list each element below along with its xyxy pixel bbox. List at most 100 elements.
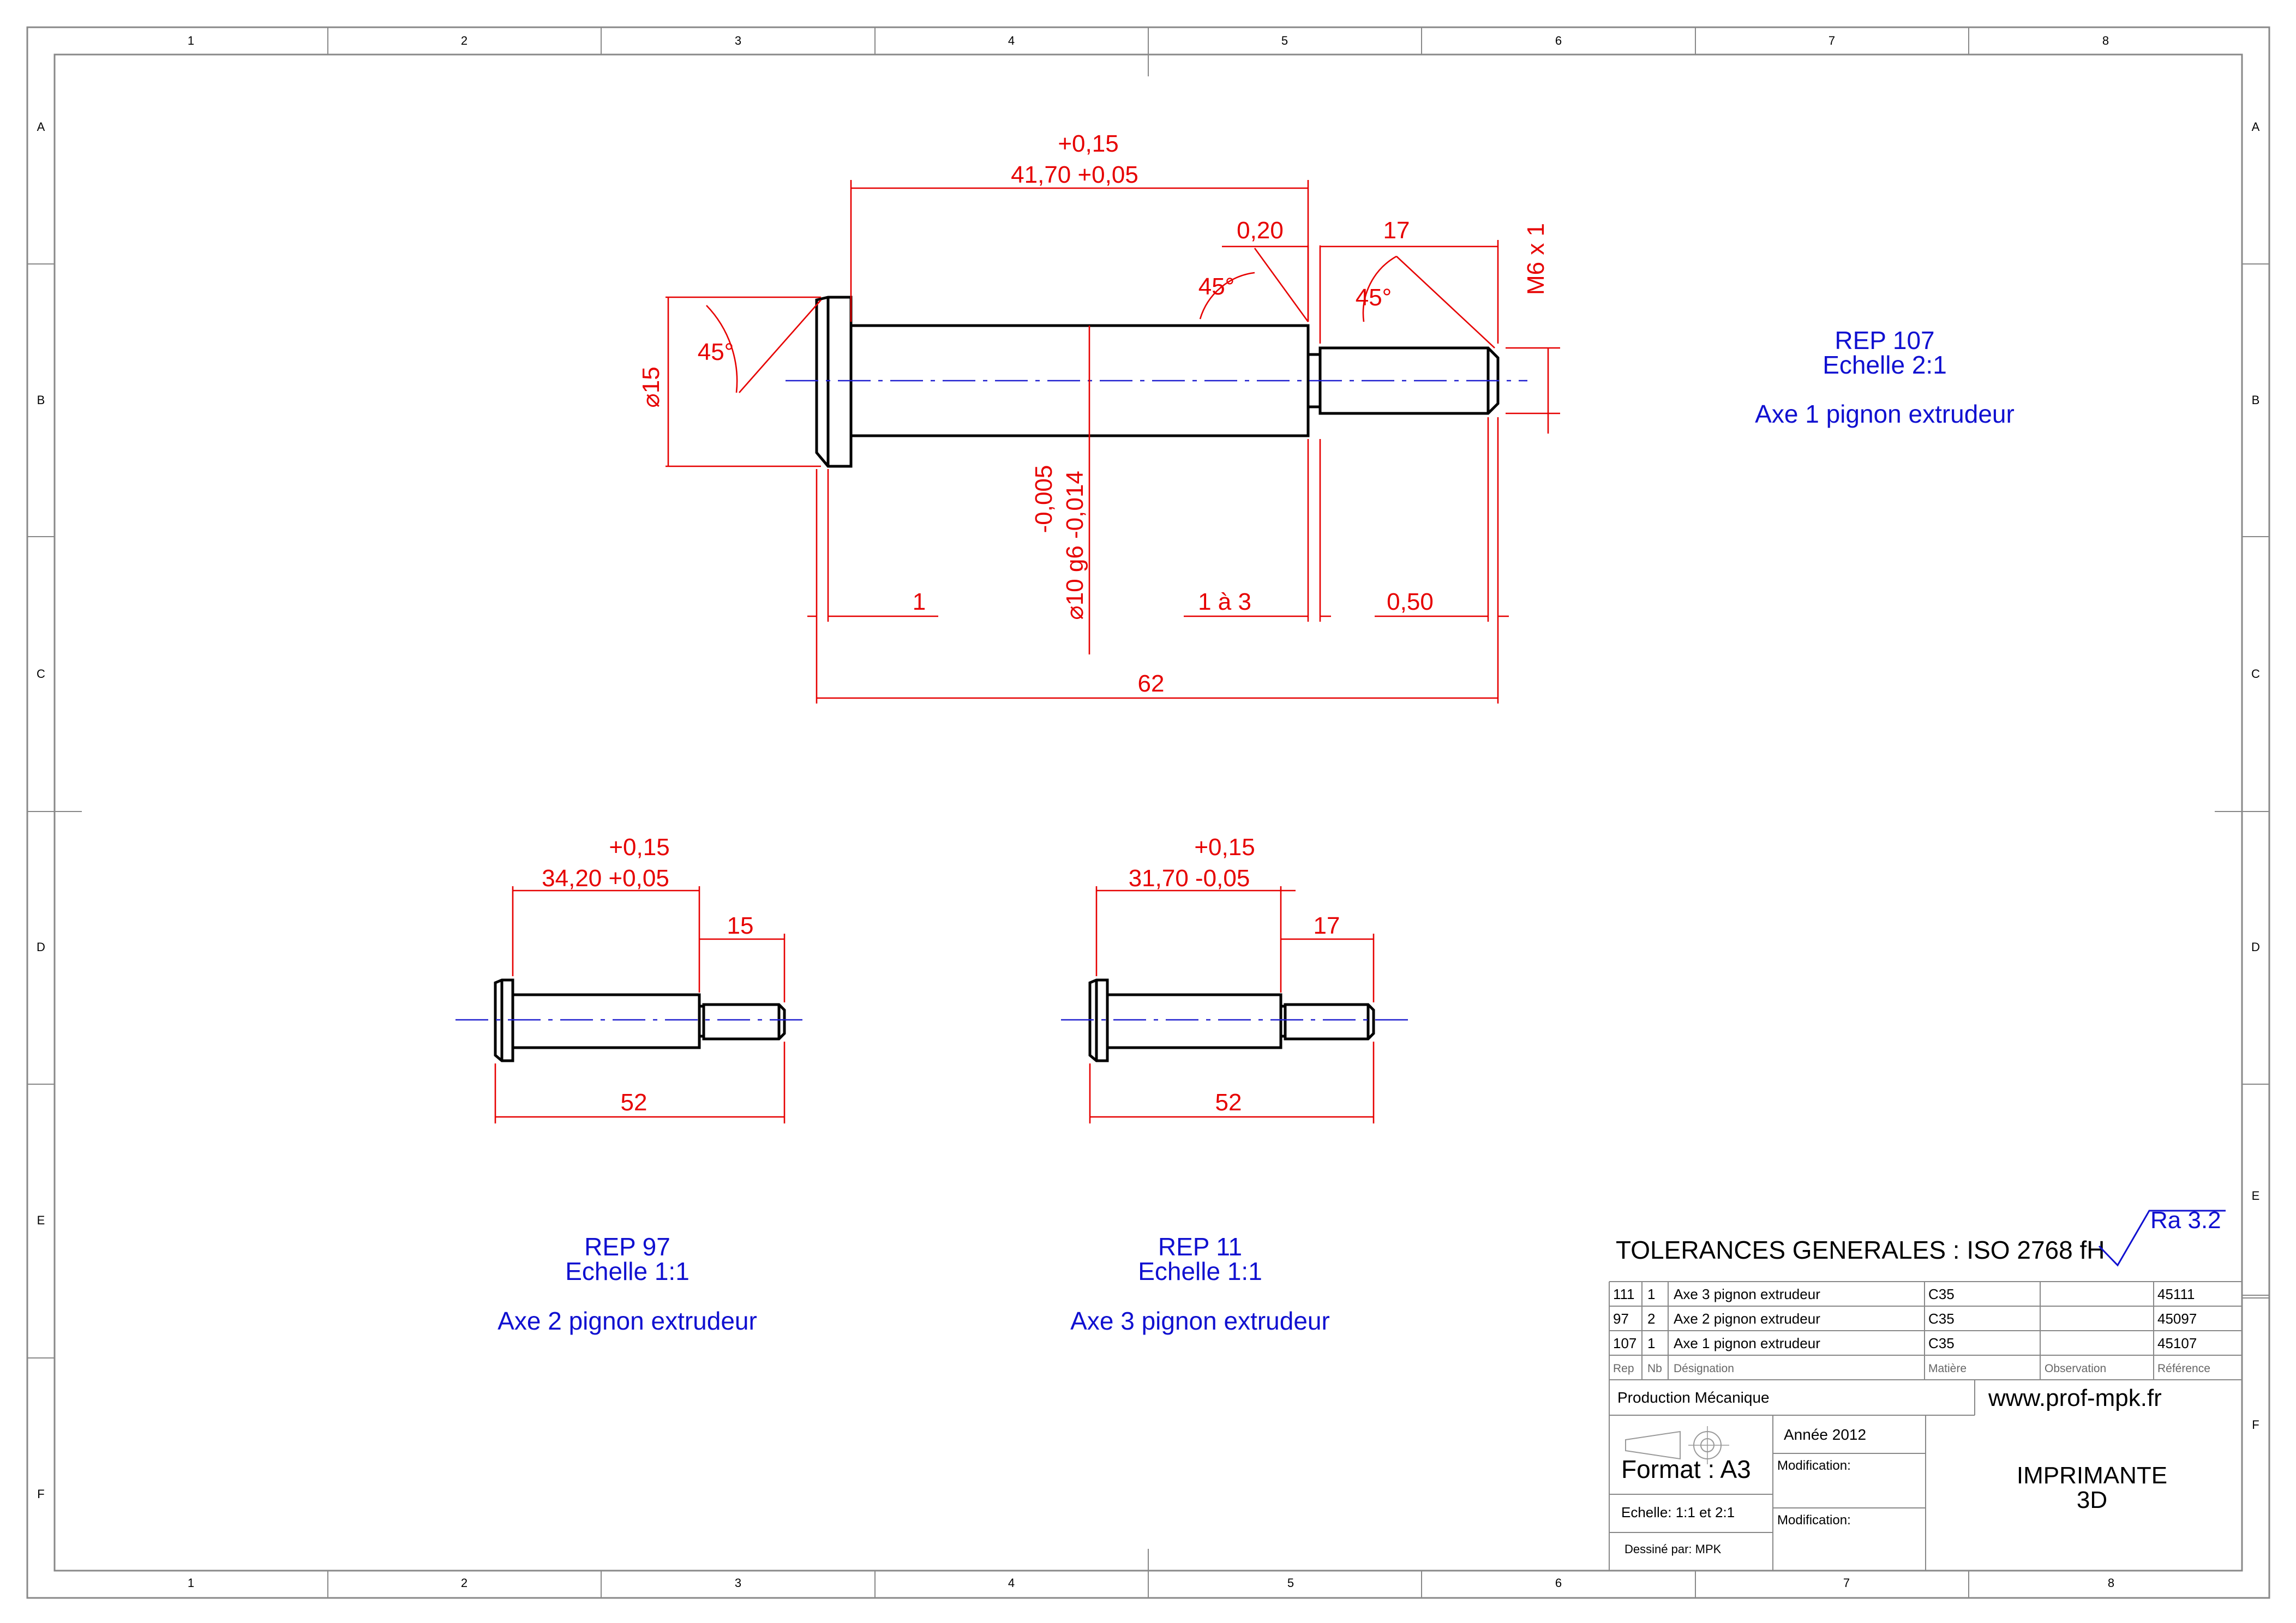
- drawn-by: Dessiné par: MPK: [1624, 1542, 1722, 1556]
- website: www.prof-mpk.fr: [1988, 1385, 2162, 1411]
- dimension-lines-11: [1089, 886, 1375, 1123]
- part-outline-107: [815, 296, 1500, 468]
- part-nb: 1: [1647, 1335, 1655, 1351]
- header-material: Matière: [1928, 1362, 1967, 1375]
- dim-97-tol-upper: +0,15: [609, 834, 669, 861]
- part-designation: Axe 2 pignon extrudeur: [1674, 1311, 1820, 1327]
- part-reference: 45107: [2157, 1335, 2197, 1351]
- zone-row-D-left: D: [37, 940, 45, 954]
- zone-col-3-top: 3: [735, 34, 741, 47]
- header-nb: Nb: [1647, 1362, 1662, 1375]
- dim-11-thread: 17: [1314, 912, 1340, 939]
- view-label-11: REP 11 Echelle 1:1 Axe 3 pignon extrudeu…: [1070, 1233, 1330, 1335]
- part-material: C35: [1928, 1311, 1955, 1327]
- dim-shaft-diameter: ⌀10 g6 -0,014: [1062, 471, 1088, 620]
- title-block: TOLERANCES GENERALES : ISO 2768 fH Ra 3.…: [1609, 1207, 2269, 1571]
- view-title-107: REP 107: [1835, 326, 1934, 354]
- zone-row-A-right: A: [2252, 120, 2260, 134]
- parts-list-grid: [1609, 1281, 2269, 1571]
- scale: Echelle: 1:1 et 2:1: [1621, 1504, 1735, 1520]
- part-rep: 111: [1613, 1286, 1635, 1302]
- view-label-97: REP 97 Echelle 1:1 Axe 2 pignon extrudeu…: [497, 1233, 757, 1335]
- dim-97-thread: 15: [727, 912, 754, 939]
- part-reference: 45097: [2157, 1311, 2197, 1327]
- zone-col-1-bottom: 1: [188, 1576, 194, 1590]
- part-rep: 97: [1613, 1311, 1629, 1327]
- part-designation: Axe 1 pignon extrudeur: [1674, 1335, 1820, 1351]
- part-outline-97: [494, 978, 786, 1062]
- dimension-text-107: +0,15 41,70 +0,05 0,20 17 M6 x 1 45° 45°…: [638, 130, 1549, 697]
- parts-header-row: Rep Nb Désignation Matière Observation R…: [1613, 1362, 2210, 1375]
- view-title-11: REP 11: [1158, 1233, 1242, 1261]
- modification-1: Modification:: [1777, 1458, 1851, 1473]
- dimension-text-97: +0,15 34,20 +0,05 15 52: [542, 834, 753, 1116]
- view-scale-11: Echelle 1:1: [1138, 1257, 1262, 1285]
- part-nb: 2: [1647, 1311, 1655, 1327]
- dim-11-tol-upper: +0,15: [1194, 834, 1255, 861]
- parts-row-0: 111 1 Axe 3 pignon extrudeur C35 45111: [1613, 1286, 2195, 1302]
- dim-head-diameter: ⌀15: [638, 366, 664, 407]
- view-rep-97: +0,15 34,20 +0,05 15 52 REP 97 Echelle 1…: [455, 834, 807, 1335]
- projection-symbol-icon: [1625, 1426, 1729, 1464]
- part-outline-11: [1088, 978, 1375, 1062]
- dim-97-overall: 52: [621, 1089, 648, 1116]
- sheet-frame: [26, 26, 2270, 1599]
- zone-row-A-left: A: [37, 120, 45, 134]
- dim-11-main: 31,70 -0,05: [1129, 865, 1250, 892]
- dim-length-tol-upper: +0,15: [1058, 130, 1118, 157]
- zone-row-B-left: B: [37, 393, 45, 407]
- dim-chamfer-head: 45°: [698, 339, 734, 365]
- dim-groove-len: 1 à 3: [1198, 588, 1251, 615]
- project-title-line1: IMPRIMANTE: [2017, 1462, 2167, 1489]
- part-material: C35: [1928, 1286, 1955, 1302]
- view-rep-11: +0,15 31,70 -0,05 17 52 REP 11 Echelle 1…: [1061, 834, 1413, 1335]
- view-name-107: Axe 1 pignon extrudeur: [1755, 400, 2015, 428]
- zone-row-E-right: E: [2252, 1189, 2260, 1203]
- zone-col-7-top: 7: [1829, 34, 1835, 47]
- view-name-11: Axe 3 pignon extrudeur: [1070, 1307, 1330, 1335]
- view-rep-107: +0,15 41,70 +0,05 0,20 17 M6 x 1 45° 45°…: [638, 130, 2015, 704]
- roughness-symbol-icon: [2098, 1210, 2226, 1267]
- dim-head-chamfer-len: 1: [913, 588, 926, 615]
- zone-row-D-right: D: [2251, 940, 2260, 954]
- view-title-97: REP 97: [584, 1233, 670, 1261]
- zone-row-B-right: B: [2252, 393, 2260, 407]
- dim-chamfer-shoulder: 45°: [1198, 273, 1235, 300]
- zone-col-2-top: 2: [461, 34, 467, 47]
- zone-col-3-bottom: 3: [735, 1576, 741, 1590]
- dimension-text-11: +0,15 31,70 -0,05 17 52: [1129, 834, 1340, 1116]
- dim-chamfer-thread: 45°: [1356, 284, 1392, 311]
- view-label-107: REP 107 Echelle 2:1 Axe 1 pignon extrude…: [1755, 326, 2015, 428]
- zone-col-1-top: 1: [188, 34, 194, 47]
- modification-2: Modification:: [1777, 1513, 1851, 1528]
- header-rep: Rep: [1613, 1362, 1634, 1375]
- dim-97-main: 34,20 +0,05: [542, 865, 669, 892]
- department: Production Mécanique: [1617, 1389, 1770, 1406]
- zone-col-6-bottom: 6: [1555, 1576, 1562, 1590]
- dim-thread-length: 17: [1383, 217, 1410, 244]
- zone-col-5-top: 5: [1281, 34, 1288, 47]
- header-designation: Désignation: [1674, 1362, 1734, 1375]
- zone-row-C-right: C: [2251, 667, 2260, 681]
- dim-overall: 62: [1138, 670, 1165, 697]
- header-observation: Observation: [2045, 1362, 2106, 1375]
- dim-11-overall: 52: [1215, 1089, 1242, 1116]
- dim-groove-width: 0,20: [1237, 217, 1284, 244]
- dimension-lines-107: [666, 180, 1560, 704]
- zone-col-7-bottom: 7: [1843, 1576, 1850, 1590]
- dim-end-chamfer: 0,50: [1387, 588, 1434, 615]
- view-scale-107: Echelle 2:1: [1823, 351, 1947, 379]
- part-nb: 1: [1647, 1286, 1655, 1302]
- zone-col-6-top: 6: [1555, 34, 1562, 47]
- view-name-97: Axe 2 pignon extrudeur: [497, 1307, 757, 1335]
- year: Année 2012: [1784, 1426, 1866, 1443]
- zone-col-8-bottom: 8: [2108, 1576, 2114, 1590]
- part-material: C35: [1928, 1335, 1955, 1351]
- part-reference: 45111: [2157, 1286, 2195, 1302]
- zone-col-2-bottom: 2: [461, 1576, 467, 1590]
- parts-row-1: 97 2 Axe 2 pignon extrudeur C35 45097: [1613, 1311, 2197, 1327]
- project-title-line2: 3D: [2077, 1487, 2107, 1513]
- format: Format : A3: [1621, 1455, 1751, 1483]
- dim-shaft-tol: -0,005: [1030, 465, 1057, 533]
